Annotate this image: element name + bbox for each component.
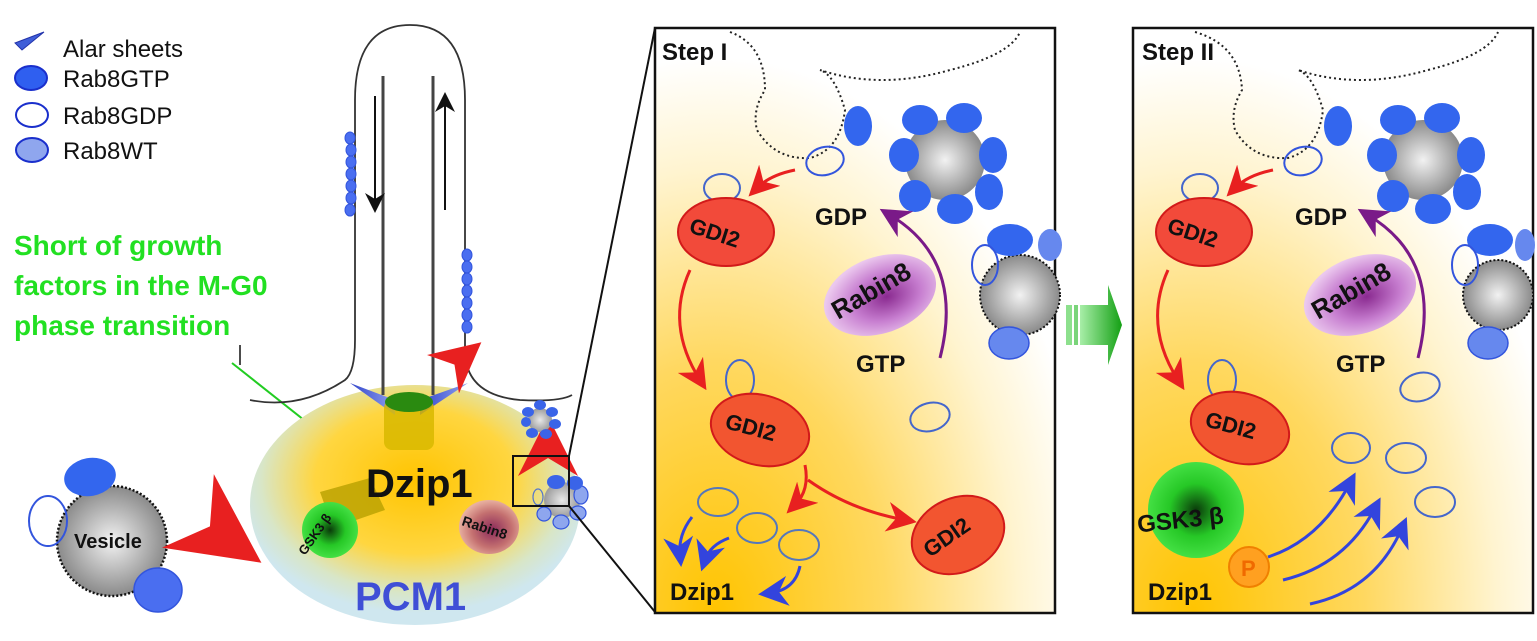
released-rab8gdp (1331, 371, 1456, 518)
gtp-label: GTP (1336, 351, 1385, 378)
rabin8-1 (823, 254, 937, 336)
dzip1-binding-arrow-3 (758, 565, 802, 606)
dzip1-binding-arrow-1 (663, 516, 694, 567)
step1-title: Step I (662, 39, 727, 66)
free-rab8gdp (909, 401, 951, 433)
gdi2-1 (1155, 197, 1253, 267)
vesicle-transport-arrow (161, 474, 262, 563)
dzip1-label: Dzip1 (1148, 579, 1212, 606)
dzip1-label: Dzip1 (670, 579, 734, 606)
rab8-chain-right (461, 248, 473, 334)
vesicle-edge-right (1451, 224, 1535, 360)
step2-title: Step II (1142, 39, 1214, 66)
recycle-arrow-1 (1226, 164, 1274, 197)
legend-label: Alar sheets (63, 36, 183, 63)
vesicle: Vesicle (28, 457, 183, 613)
ciliary-entry-arrow (426, 342, 482, 394)
rab8gdp-membrane (805, 145, 845, 177)
dzip1-binding-arrow-2 (696, 536, 730, 572)
growth-factor-annotation: Short of growth factors in the M-G0 phas… (14, 230, 359, 463)
rab8gdp-membrane (1283, 145, 1323, 177)
basal-body-top (385, 392, 433, 412)
vesicle-with-rab8gtp (1367, 103, 1485, 224)
gdi2-2 (709, 392, 811, 468)
overview-cell: GSK3 β Rabin8 Dzip1 PCM1 (249, 24, 656, 625)
gdi2-1 (677, 197, 775, 267)
cilium-membrane-dotted (1194, 31, 1499, 160)
gsk3b-blob (302, 502, 358, 558)
vesicle-label: Vesicle (74, 531, 142, 553)
zoom-line-bottom (568, 505, 656, 613)
alar-sheet-left (350, 383, 395, 415)
step-transition-arrow (1066, 285, 1122, 365)
pcm1-label: PCM1 (355, 575, 466, 619)
legend-item-alar-sheets: Alar sheets (14, 31, 183, 63)
rab8gdp-icon (15, 102, 49, 128)
rab8gdp-on-vesicle (28, 495, 68, 547)
rab8gdp-cluster (697, 487, 820, 561)
mother-centriole (384, 400, 434, 450)
release-arrow-2 (1282, 497, 1381, 582)
phosphate-label: P (1241, 556, 1256, 581)
step2-panel: Step II GDI2 GDP GTP Rabin8 GDI2 GSK3 β (1131, 26, 1535, 615)
rab8gtp-on-vesicle (64, 457, 116, 497)
release-arrow-1 (1267, 472, 1356, 559)
gtp-to-gdp-arrow (879, 208, 948, 359)
rab8gtp-membrane (1324, 106, 1352, 146)
recycle-arrow-1 (748, 164, 796, 197)
legend-item-rab8wt: Rab8WT (15, 137, 158, 165)
legend-label: Rab8WT (63, 138, 158, 165)
gsk3b-blob (1148, 462, 1244, 558)
rab8wt-icon (15, 137, 49, 163)
rabin8-blob (459, 500, 519, 554)
ciliary-membrane (249, 24, 573, 404)
alar-sheet-icon (14, 31, 45, 51)
gdp-label: GDP (1295, 204, 1347, 231)
rab8gtp-icon (14, 65, 48, 91)
zoom-region-box (512, 455, 570, 507)
annotation-line-1: Short of growth (14, 230, 222, 261)
gdi2-to-gdi2-arrow (677, 269, 707, 391)
gdi2-release-arrow-1 (786, 464, 819, 514)
gtp-label: GTP (856, 351, 905, 378)
phosphate-badge (1228, 546, 1270, 588)
legend: Alar sheets Rab8GTP Rab8GDP Rab8WT (14, 31, 183, 165)
gdp-label: GDP (815, 204, 867, 231)
zoom-line-top (568, 27, 656, 457)
vesicle-edge-right (971, 224, 1062, 360)
cilium-membrane-dotted (729, 31, 1021, 160)
rabin8-2 (1303, 254, 1417, 336)
annotation-line-3: phase transition (14, 310, 230, 341)
small-vesicle-top (521, 400, 561, 439)
vesicle-with-rab8gtp (889, 103, 1007, 224)
rab8wt-on-vesicle (133, 567, 183, 613)
gtp-to-gdp-arrow (1357, 208, 1426, 359)
gdi2-to-gdi2-arrow (1155, 269, 1185, 391)
dzip1-label: Dzip1 (366, 462, 473, 506)
step1-panel: Step I GDI2 GDP GTP Rabin8 GDI2 (653, 26, 1062, 615)
release-arrow-3 (1309, 516, 1409, 606)
legend-label: Rab8GTP (63, 66, 170, 93)
annotation-line-2: factors in the M-G0 (14, 270, 268, 301)
legend-label: Rab8GDP (63, 103, 172, 130)
gdi2-release-arrow-2 (807, 478, 917, 532)
pcm1-region (250, 385, 580, 625)
gdi2-3 (910, 494, 1006, 576)
legend-item-rab8gtp: Rab8GTP (14, 65, 170, 93)
legend-item-rab8gdp: Rab8GDP (15, 102, 172, 130)
gdi2-2 (1189, 390, 1291, 466)
rab8-chain-left (344, 131, 357, 217)
rab8gtp-membrane (844, 106, 872, 146)
